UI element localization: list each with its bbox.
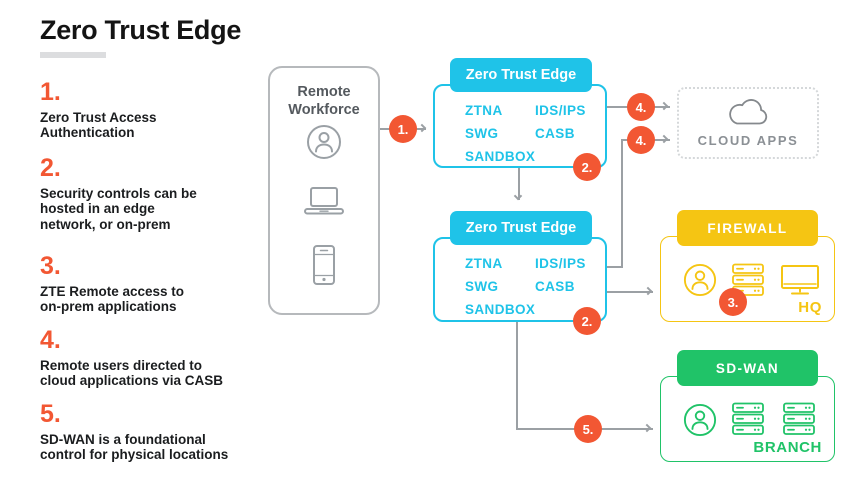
remote-workforce-box: Remote Workforce [268,66,380,315]
legend-text: Remote users directed to cloud applicati… [40,358,224,389]
hq-label: HQ [798,299,822,316]
service-casb: CASB [535,279,575,294]
legend-item-5: 5. SD-WAN is a foundational control for … [40,402,252,463]
cloud-apps-box: CLOUD APPS [677,87,819,159]
legend-text: Zero Trust Access Authentication [40,110,157,141]
arrowhead-step5 [642,423,652,433]
arrowhead-step3 [643,286,653,296]
legend-item-4: 4. Remote users directed to cloud applic… [40,328,252,389]
legend-number: 1. [40,78,61,106]
laptop-icon [303,186,345,221]
flow-badge-4a: 4. [627,93,655,121]
flow-badge-2b: 2. [573,307,601,335]
monitor-icon [780,264,820,301]
remote-workforce-title: Remote Workforce [288,84,360,119]
zte-box1-header: Zero Trust Edge [450,58,592,92]
service-ids-ips: IDS/IPS [535,256,586,271]
user-icon [683,403,717,442]
service-sandbox: SANDBOX [465,149,536,164]
connector-step4b-stub [607,266,623,268]
service-swg: SWG [465,126,499,141]
sdwan-header: SD-WAN [677,350,818,386]
cloud-icon [729,99,768,125]
zte-box2-header: Zero Trust Edge [450,211,592,245]
legend-text: SD-WAN is a foundational control for phy… [40,432,229,463]
service-ids-ips: IDS/IPS [535,103,586,118]
user-icon [683,263,717,302]
legend-number: 5. [40,400,61,428]
sdwan-body: BRANCH [660,376,835,462]
arrowhead-down [513,191,523,201]
legend-item-2: 2. Security controls can be hosted in an… [40,156,252,232]
legend-number: 4. [40,326,61,354]
legend-number: 2. [40,154,61,182]
arrowhead-step4b [659,134,669,144]
service-casb: CASB [535,126,575,141]
flow-badge-3: 3. [719,288,747,316]
connector-step4b-riser [621,139,623,268]
smartphone-icon [312,244,337,291]
flow-badge-1: 1. [389,115,417,143]
server-icon [730,401,766,442]
legend-number: 3. [40,252,61,280]
connector-step3 [607,291,653,293]
flow-badge-4b: 4. [627,126,655,154]
service-swg: SWG [465,279,499,294]
service-ztna: ZTNA [465,103,503,118]
service-sandbox: SANDBOX [465,302,536,317]
connector-zte1-to-zte2 [518,168,520,200]
legend-text: Security controls can be hosted in an ed… [40,186,197,232]
legend-item-3: 3. ZTE Remote access to on-prem applicat… [40,254,252,315]
legend-item-1: 1. Zero Trust Access Authentication [40,80,252,141]
title-underline [40,52,106,58]
firewall-header: FIREWALL [677,210,818,246]
flow-badge-2a: 2. [573,153,601,181]
page-title: Zero Trust Edge [40,15,242,45]
server-icon [781,401,817,442]
connector-step5-drop [516,322,518,430]
arrowhead-step1 [417,123,427,133]
user-icon [306,124,342,165]
service-ztna: ZTNA [465,256,503,271]
flow-badge-5: 5. [574,415,602,443]
firewall-body: HQ [660,236,835,322]
legend-text: ZTE Remote access to on-prem application… [40,284,185,315]
cloud-apps-label: CLOUD APPS [697,133,799,148]
branch-label: BRANCH [753,439,822,456]
arrowhead-step4a [659,101,669,111]
